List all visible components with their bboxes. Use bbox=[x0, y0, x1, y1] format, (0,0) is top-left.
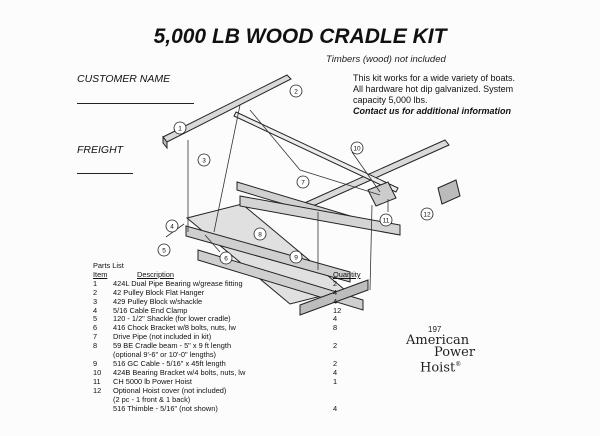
kit-description: This kit works for a wide variety of boa… bbox=[353, 73, 523, 117]
part-description: (2 pc - 1 front & 1 back) bbox=[113, 394, 191, 404]
callout-12: 12 bbox=[423, 212, 431, 219]
parts-list-rows: 1 424L Dual Pipe Bearing w/grease fitting… bbox=[93, 278, 353, 414]
parts-list-row: (2 pc - 1 front & 1 back) bbox=[93, 394, 353, 405]
hoist-cover-image bbox=[437, 179, 461, 205]
callout-2: 2 bbox=[294, 89, 298, 96]
part-description: 516 Thimble - 5/16" (not shown) bbox=[113, 403, 218, 413]
part-item: 3 bbox=[93, 296, 98, 306]
parts-list-row: 5 120 - 1/2" Shackle (for lower cradle) 4 bbox=[93, 315, 353, 324]
callout-9: 9 bbox=[294, 255, 298, 262]
parts-list-row: (optional 9'-6" or 10'-0" lengths) bbox=[93, 350, 353, 360]
part-quantity: 4 bbox=[333, 296, 338, 306]
contact-note: Contact us for additional information bbox=[353, 106, 511, 116]
parts-list-row: 516 Thimble - 5/16" (not shown) 4 bbox=[93, 403, 353, 414]
parts-list-heading: Parts List bbox=[93, 261, 124, 270]
part-quantity: 4 bbox=[333, 403, 338, 413]
freight-label: FREIGHT bbox=[77, 144, 124, 156]
part-description: 416 Chock Bracket w/8 bolts, nuts, lw bbox=[113, 323, 236, 333]
part-description: 120 - 1/2" Shackle (for lower cradle) bbox=[113, 314, 231, 324]
parts-list-row: 3 429 Pulley Block w/shackle 4 bbox=[93, 296, 353, 307]
parts-list-row: 6 416 Chock Bracket w/8 bolts, nuts, lw 8 bbox=[93, 323, 353, 333]
parts-list-row: 7 Drive Pipe (not included in kit) bbox=[93, 332, 353, 342]
part-item bbox=[93, 396, 113, 405]
parts-list-row: 11 CH 5000 lb Power Hoist 1 bbox=[93, 376, 353, 387]
callout-3: 3 bbox=[202, 158, 206, 165]
parts-list-row: 9 516 GC Cable - 5/16" x 45ft length 2 bbox=[93, 358, 353, 369]
part-quantity: 4 bbox=[333, 314, 338, 324]
parts-list-row: 10 424B Bearing Bracket w/4 bolts, nuts, … bbox=[93, 367, 353, 378]
part-item: 8 bbox=[93, 341, 98, 351]
part-item: 1 bbox=[93, 278, 98, 288]
customer-name-line bbox=[77, 103, 194, 104]
col-quantity-header: Quantity bbox=[333, 269, 361, 279]
part-quantity bbox=[333, 387, 353, 396]
part-description: 429 Pulley Block w/shackle bbox=[113, 296, 203, 306]
description-text: This kit works for a wide variety of boa… bbox=[353, 73, 516, 105]
part-item bbox=[93, 405, 113, 414]
part-description: Optional Hoist cover (not included) bbox=[113, 385, 227, 395]
page-number: 197 bbox=[428, 325, 442, 334]
part-quantity: 4 bbox=[333, 367, 338, 377]
callout-11: 11 bbox=[383, 218, 390, 225]
part-item: 7 bbox=[93, 332, 98, 342]
part-item: 10 bbox=[93, 367, 102, 377]
part-item: 6 bbox=[93, 323, 98, 333]
page-title: 5,000 LB WOOD CRADLE KIT bbox=[153, 25, 447, 48]
parts-list-row: 8 59 BE Cradle beam - 5" x 9 ft length 2 bbox=[93, 341, 353, 351]
callout-7: 7 bbox=[301, 180, 305, 187]
part-item: 2 bbox=[93, 287, 98, 297]
part-quantity: 8 bbox=[333, 323, 338, 333]
parts-list-header: Item Description Quantity bbox=[93, 269, 361, 280]
part-description: 424B Bearing Bracket w/4 bolts, nuts, lw bbox=[113, 367, 246, 377]
callout-6: 6 bbox=[224, 256, 228, 263]
parts-list-row: 2 42 Pulley Block Flat Hanger 4 bbox=[93, 287, 353, 298]
part-quantity: 12 bbox=[333, 305, 342, 315]
part-description: CH 5000 lb Power Hoist bbox=[113, 376, 192, 386]
american-power-hoist-logo: American Power Hoist® bbox=[406, 333, 476, 376]
part-item: 5 bbox=[93, 314, 98, 324]
part-item: 9 bbox=[93, 358, 98, 368]
part-item: 12 bbox=[93, 385, 102, 395]
lower-beam-bottom bbox=[197, 249, 364, 311]
drive-pipe bbox=[233, 111, 399, 193]
part-description: 424L Dual Pipe Bearing w/grease fitting bbox=[113, 278, 243, 288]
part-quantity: 1 bbox=[333, 376, 338, 386]
part-description: 59 BE Cradle beam - 5" x 9 ft length bbox=[113, 341, 232, 351]
part-quantity: 2 bbox=[333, 278, 338, 288]
callout-8: 8 bbox=[258, 232, 262, 239]
callout-5: 5 bbox=[162, 248, 166, 255]
power-hoist bbox=[367, 181, 397, 207]
lower-beam-rear bbox=[239, 195, 401, 236]
freight-line bbox=[77, 173, 133, 174]
parts-list-row: 1 424L Dual Pipe Bearing w/grease fitting… bbox=[93, 278, 353, 289]
part-item: 11 bbox=[93, 376, 101, 386]
part-quantity: 2 bbox=[333, 341, 338, 351]
col-item-header: Item bbox=[93, 269, 108, 279]
part-item: 4 bbox=[93, 305, 98, 315]
col-description-header: Description bbox=[137, 269, 174, 279]
parts-list-row: 4 5/16 Cable End Clamp 12 bbox=[93, 305, 353, 316]
part-description: Drive Pipe (not included in kit) bbox=[113, 332, 212, 342]
callout-4: 4 bbox=[170, 224, 174, 231]
part-quantity: 2 bbox=[333, 358, 338, 368]
callout-1: 1 bbox=[178, 126, 182, 133]
part-description: 516 GC Cable - 5/16" x 45ft length bbox=[113, 358, 226, 368]
part-description: (optional 9'-6" or 10'-0" lengths) bbox=[113, 350, 216, 360]
part-quantity: 4 bbox=[333, 287, 338, 297]
part-description: 5/16 Cable End Clamp bbox=[113, 305, 188, 315]
parts-list-row: 12 Optional Hoist cover (not included) bbox=[93, 385, 353, 396]
timbers-note: Timbers (wood) not included bbox=[326, 54, 446, 65]
callout-10: 10 bbox=[353, 146, 361, 153]
part-description: 42 Pulley Block Flat Hanger bbox=[113, 287, 205, 297]
customer-name-label: CUSTOMER NAME bbox=[77, 73, 171, 85]
